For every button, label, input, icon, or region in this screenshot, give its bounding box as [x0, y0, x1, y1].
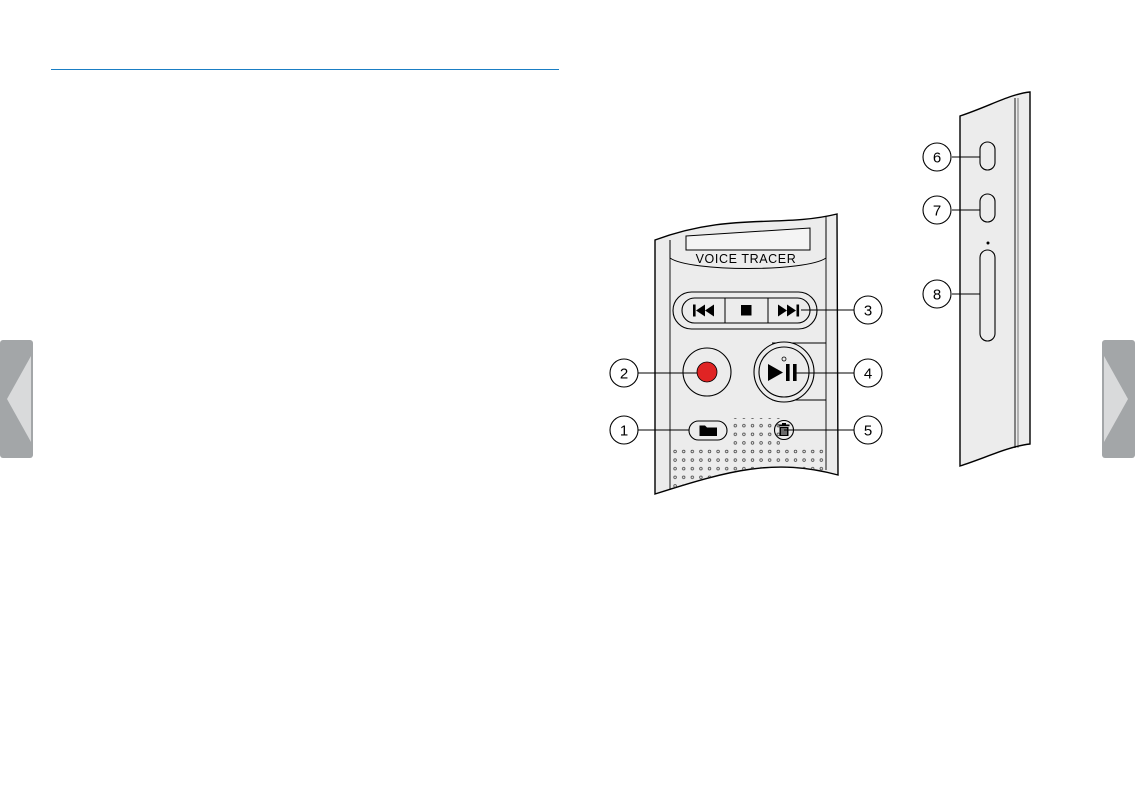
callout-6: 6 [923, 143, 951, 171]
callout-5-label: 5 [864, 423, 872, 440]
callout-3-label: 3 [864, 303, 872, 320]
device-side-view [960, 92, 1030, 466]
callout-7: 7 [923, 196, 951, 224]
callout-3: 3 [854, 296, 882, 324]
callout-4-label: 4 [864, 366, 872, 383]
record-button[interactable] [683, 348, 731, 396]
callout-7-label: 7 [933, 203, 941, 220]
folder-button[interactable] [689, 421, 727, 440]
device-front-view: VOICE TRACER [655, 214, 838, 506]
record-icon [697, 362, 717, 382]
callout-5: 5 [854, 416, 882, 444]
slider-marker [987, 242, 990, 245]
brand-label: VOICE TRACER [696, 252, 797, 266]
callout-2-label: 2 [620, 366, 628, 383]
callout-1: 1 [610, 416, 638, 444]
side-button-7[interactable] [980, 194, 995, 222]
callout-4: 4 [854, 359, 882, 387]
side-slider-8[interactable] [980, 250, 995, 341]
side-button-6[interactable] [980, 142, 995, 170]
transport-controls [673, 292, 817, 329]
callout-1-label: 1 [620, 423, 628, 440]
stop-icon[interactable] [741, 305, 752, 316]
callout-8-label: 8 [933, 287, 941, 304]
callout-6-label: 6 [933, 150, 941, 167]
play-pause-button[interactable] [754, 342, 814, 402]
callout-2: 2 [610, 359, 638, 387]
callout-8: 8 [923, 280, 951, 308]
